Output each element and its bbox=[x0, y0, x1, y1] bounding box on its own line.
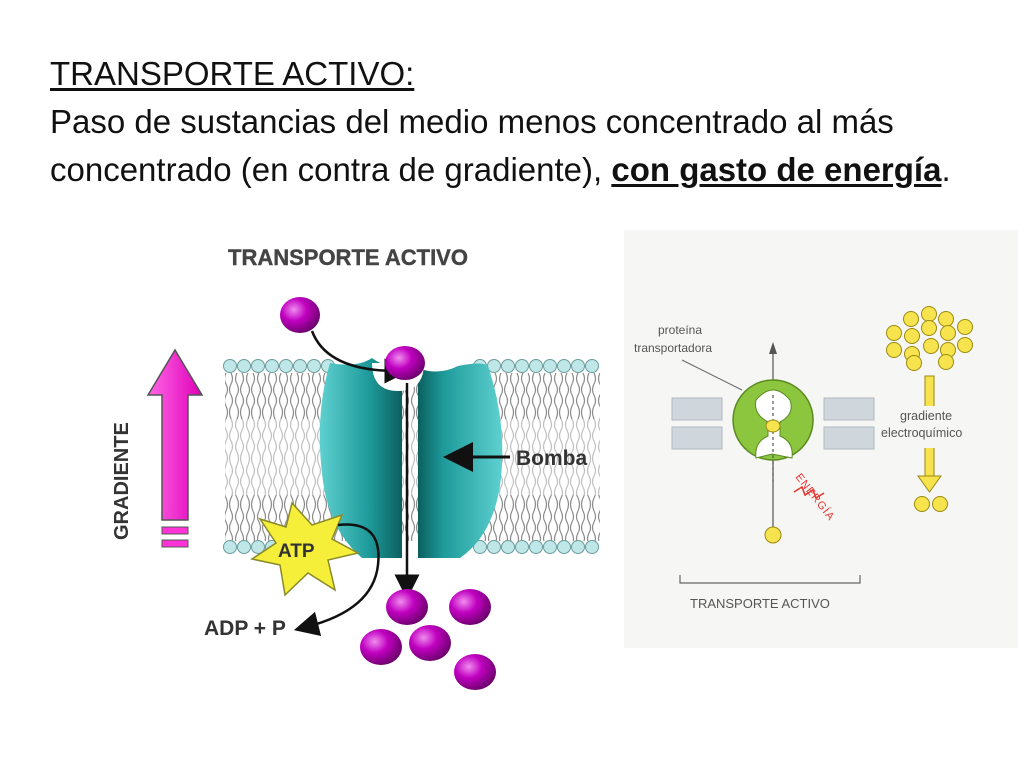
slide-body-text: Paso de sustancias del medio menos conce… bbox=[50, 103, 894, 188]
molecule-below bbox=[764, 526, 782, 544]
atp-star bbox=[250, 501, 361, 597]
transport-protein-diagram: ENERGÍA proteína transportadora gradient… bbox=[624, 230, 1018, 648]
pump-label: Bomba bbox=[516, 447, 587, 470]
active-transport-pump-diagram: TRANSPORTE ACTIVO GRADIENTE bbox=[111, 245, 600, 690]
gradient-molecules bbox=[886, 306, 973, 371]
slide-text: TRANSPORTE ACTIVO: Paso de sustancias de… bbox=[50, 50, 980, 194]
protein-label-line2: transportadora bbox=[634, 341, 712, 355]
protein-label-line1: proteína bbox=[658, 323, 702, 337]
slide-body-emphasis: con gasto de energía bbox=[611, 151, 942, 188]
gradient-arrow bbox=[146, 348, 204, 548]
gradient-label-line1: gradiente bbox=[900, 409, 952, 423]
left-figure-title: TRANSPORTE ACTIVO bbox=[228, 245, 468, 270]
adp-label: ADP + P bbox=[204, 617, 286, 640]
molecules-inside bbox=[360, 589, 496, 690]
molecule-bound bbox=[385, 346, 425, 380]
molecule-outside bbox=[280, 297, 320, 333]
gradient-label: GRADIENTE bbox=[111, 422, 133, 540]
gradient-molecules-low bbox=[914, 496, 948, 512]
caption-bracket bbox=[679, 575, 861, 584]
slide-heading: TRANSPORTE ACTIVO: bbox=[50, 55, 415, 92]
gradient-label-line2: electroquímico bbox=[881, 426, 962, 440]
atp-label: ATP bbox=[278, 541, 315, 562]
slide-body-end: . bbox=[941, 151, 951, 188]
right-membrane bbox=[671, 397, 875, 450]
right-figure-caption: TRANSPORTE ACTIVO bbox=[690, 596, 830, 611]
